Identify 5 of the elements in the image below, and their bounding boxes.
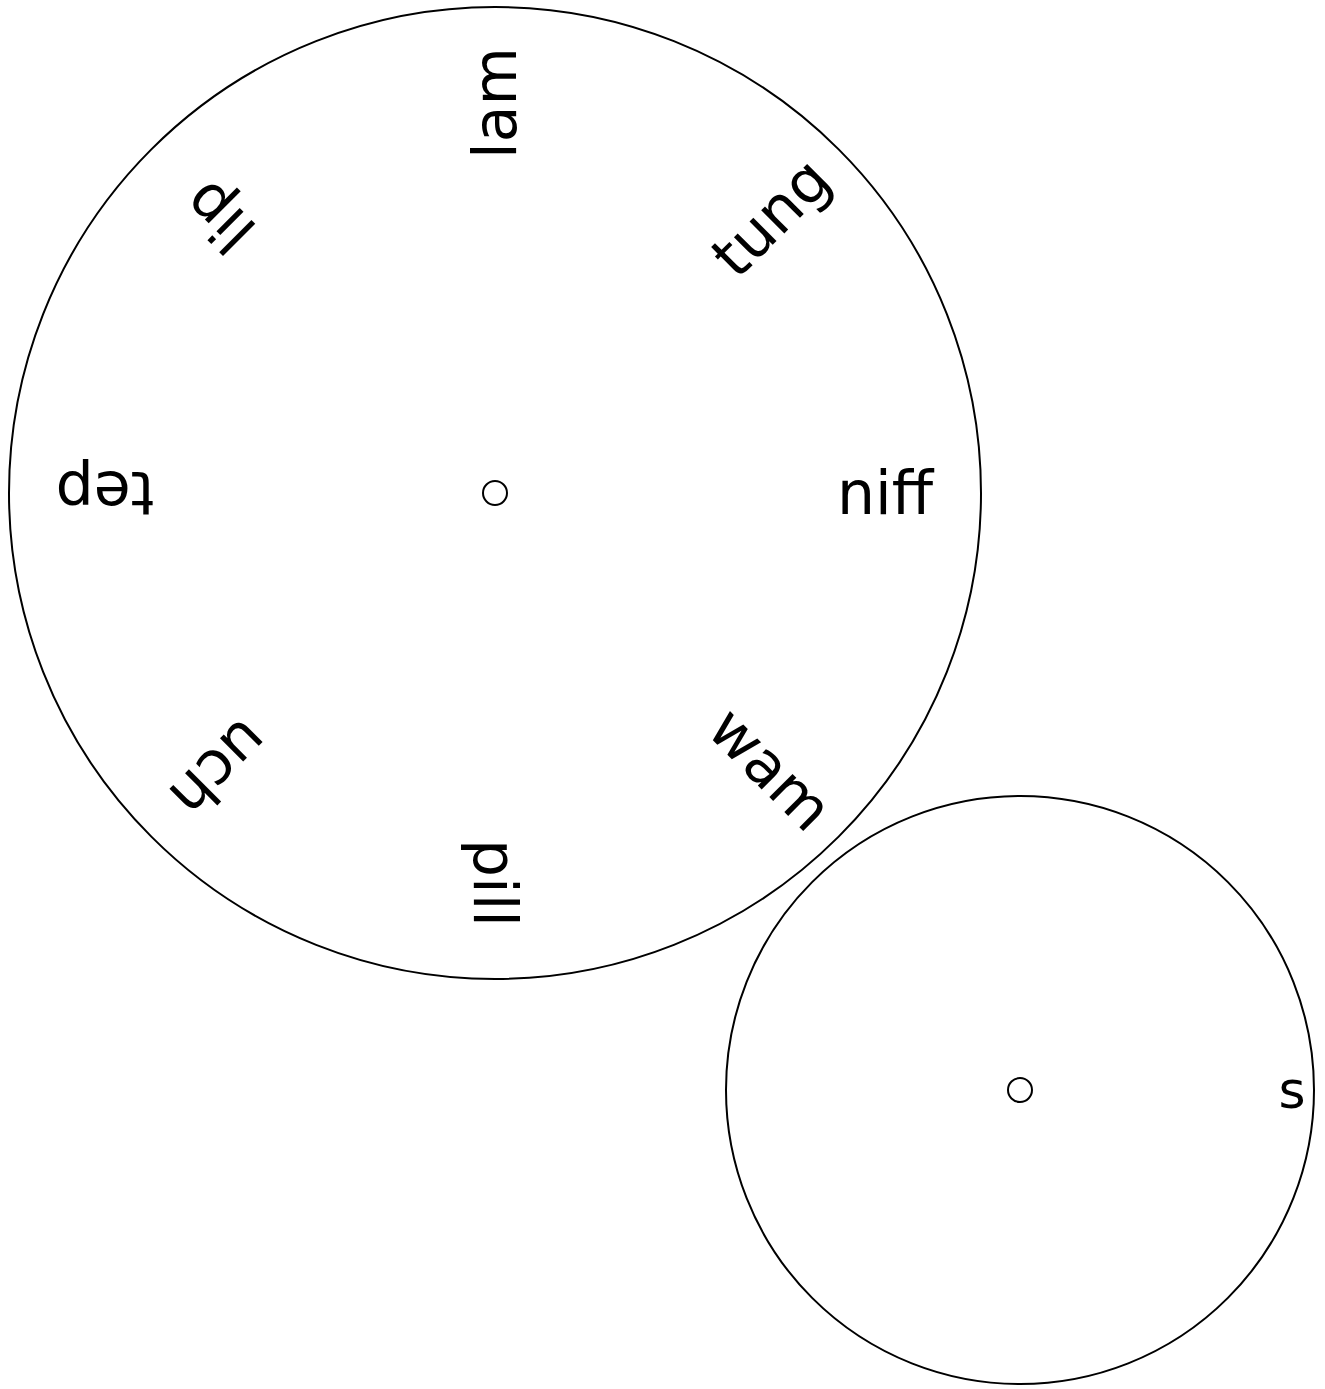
word-label: s — [1278, 1064, 1306, 1116]
word-label: uch — [159, 709, 279, 829]
word-label: lam — [465, 47, 525, 159]
word-label: lip — [172, 170, 266, 264]
word-label: niff — [837, 463, 933, 523]
